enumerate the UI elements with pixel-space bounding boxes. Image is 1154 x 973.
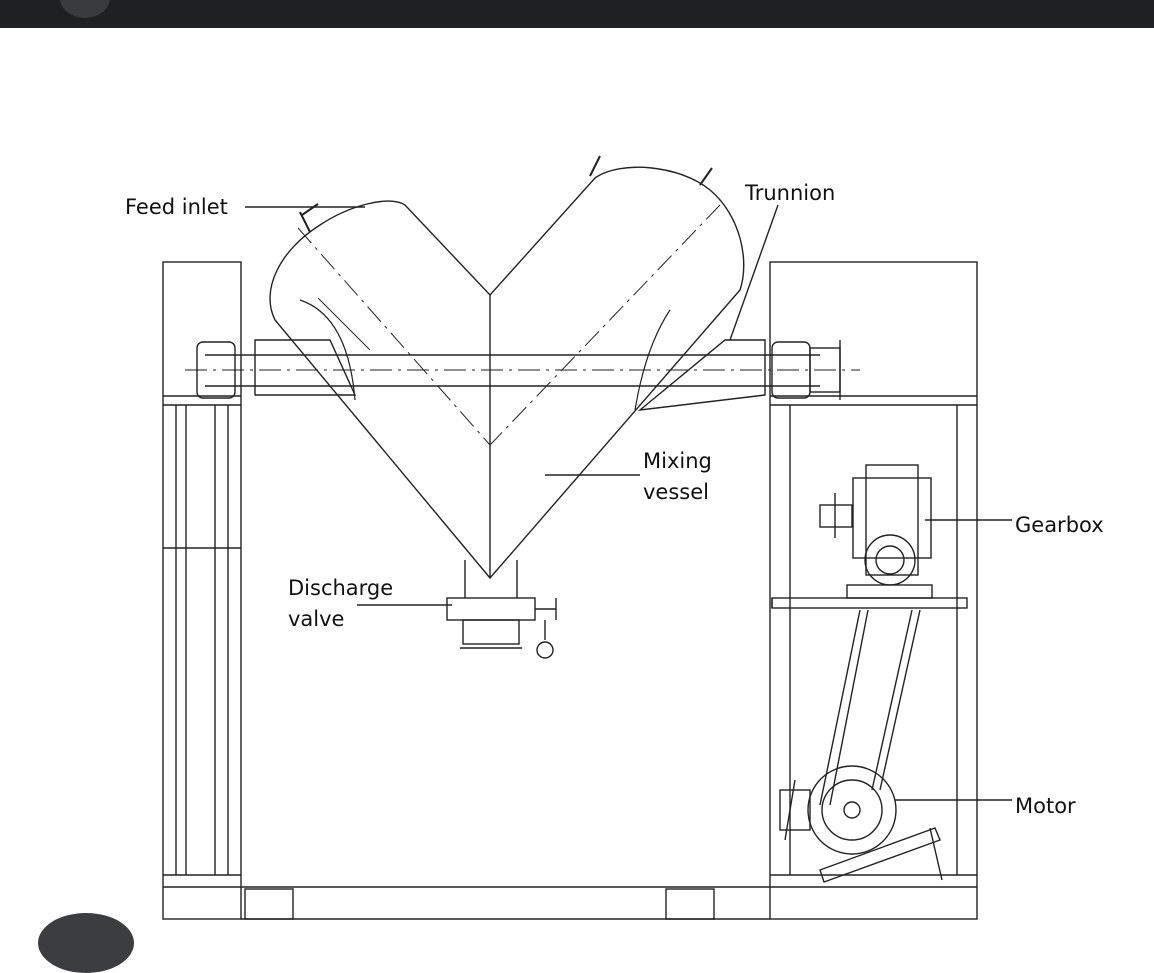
motor-shape [779, 765, 943, 883]
discharge-valve-label: Discharge valve [288, 576, 394, 631]
right-frame [769, 261, 978, 920]
gearbox-shape [819, 464, 933, 599]
left-frame [162, 261, 242, 920]
top-bar [0, 0, 1154, 28]
leader-lines [245, 204, 1012, 801]
trunnion-label: Trunnion [745, 181, 836, 205]
mixing-vessel-label: Mixing vessel [643, 449, 712, 504]
v-blender-drawing [162, 155, 1012, 920]
top-bar-knob [60, 0, 110, 18]
discharge-valve-shape [446, 560, 557, 659]
mixing-vessel-shape [269, 155, 745, 580]
feed-inlet-label: Feed inlet [125, 195, 228, 219]
motor-label: Motor [1015, 794, 1076, 818]
mounting-plate [771, 597, 968, 609]
base-beam [241, 886, 770, 920]
trunnion-shaft [185, 339, 860, 411]
drive-belts [819, 609, 921, 806]
gearbox-label: Gearbox [1015, 513, 1104, 537]
